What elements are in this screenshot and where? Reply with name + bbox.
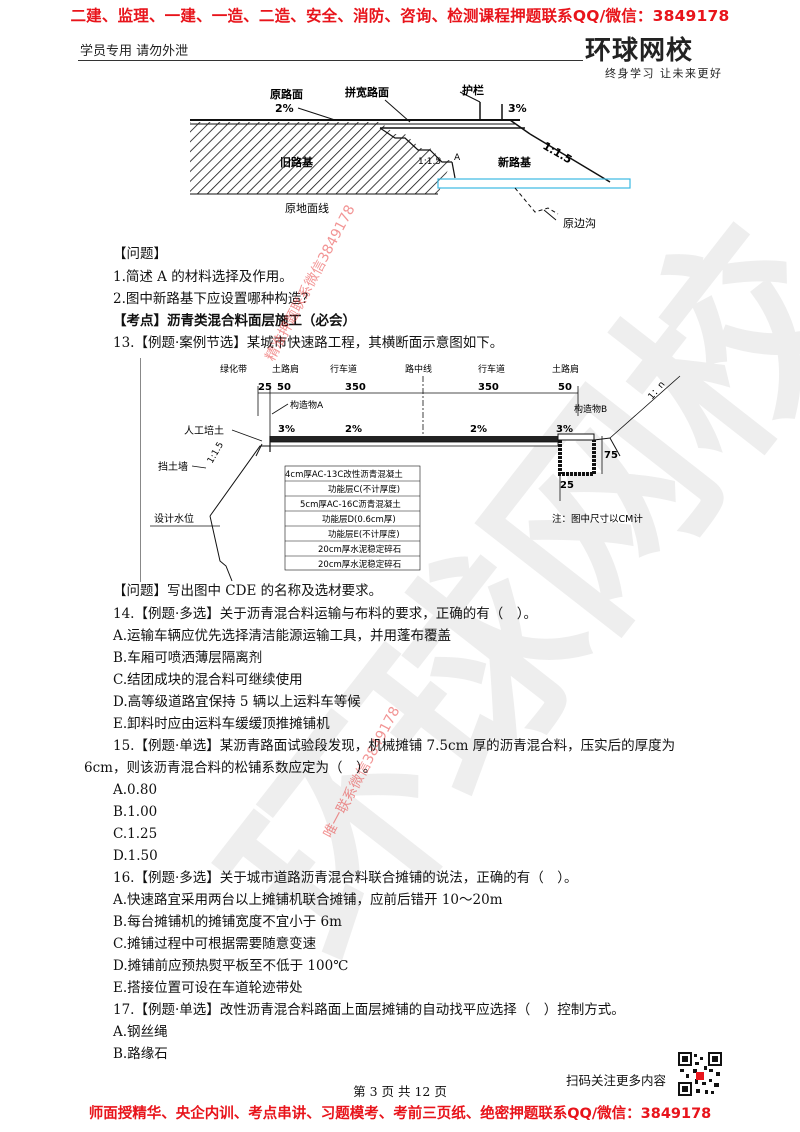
label-shoulder-left: 土路肩 [272, 363, 299, 375]
option-15-d: D.1.50 [113, 848, 158, 864]
question-head-1: 【问题】 [113, 246, 167, 262]
slope-3-right: 3% [556, 424, 573, 435]
question-2: 2.图中新路基下应设置哪种构造？ [113, 291, 315, 307]
label-slope-1n: 1：n [647, 380, 668, 402]
logo-slogan: 终身学习 让未来更好 [605, 67, 723, 80]
old-subgrade-body [190, 122, 452, 194]
layer-row: 4cm厚AC-13C改性沥青混凝土 [285, 469, 403, 480]
option-16-b: B.每台摊铺机的摊铺宽度不宜小于 6m [113, 914, 342, 930]
label-new-subgrade: 新路基 [498, 155, 532, 169]
layer-table: 4cm厚AC-13C改性沥青混凝土 功能层C(不计厚度) 5cm厚AC-16C沥… [284, 465, 421, 571]
dim-350-right: 350 [478, 382, 499, 393]
scan-note: 扫码关注更多内容 [566, 1073, 667, 1088]
question-15-line2: 6cm，则该沥青混合料的松铺系数应定为（ ）。 [84, 760, 377, 776]
option-17-a: A.钢丝绳 [113, 1024, 168, 1040]
layer-row: 5cm厚AC-16C沥青混凝土 [300, 499, 401, 510]
label-water-level: 设计水位 [154, 512, 194, 525]
option-15-a: A.0.80 [113, 782, 158, 798]
struct-b-shape [558, 440, 596, 476]
dim-25: 25 [258, 382, 272, 393]
cross-section-diagram: 绿化带 土路肩 行车道 路中线 行车道 土路肩 25 50 350 350 50… [140, 358, 681, 582]
label-right-ratio: 1:1.5 [541, 139, 575, 166]
option-14-e: E.卸料时应由运料车缓缓顶推摊铺机 [113, 716, 330, 732]
question-13-ask: 【问题】写出图中 CDE 的名称及选材要求。 [113, 583, 383, 599]
layer-row: 功能层E(不计厚度) [328, 529, 400, 540]
option-16-a: A.快速路宜采用两台以上摊铺机联合摊铺，应前后错开 10～20m [113, 892, 503, 908]
slope-2-left: 2% [345, 424, 362, 435]
header-note: 学员专用 请勿外泄 [80, 44, 189, 59]
label-struct-a: 构造物A [290, 399, 324, 411]
bottom-banner: 师面授精华、央企内训、考点串讲、习题模考、考前三页纸、绝密押题联系QQ/微信：3… [88, 1106, 712, 1122]
label-old-slope: 2% [275, 102, 294, 115]
label-guardrail: 护栏 [462, 83, 484, 97]
question-1: 1.简述 A 的材料选择及作用。 [113, 269, 293, 285]
logo: 环球网校 终身学习 让未来更好 [585, 30, 735, 81]
label-widened-surface: 拼宽路面 [345, 85, 389, 99]
layer-row: 功能层C(不计厚度) [328, 484, 400, 495]
widening-diagram: A 1:1.5 原路面 2% 拼宽路面 护栏 3% 1:1.5 旧路基 新路基 … [190, 83, 631, 230]
slope-115: 1:1.5 [206, 441, 226, 466]
top-banner: 二建、监理、一建、一造、二造、安全、消防、咨询、检测课程押题联系QQ/微信：38… [70, 7, 730, 25]
option-15-c: C.1.25 [113, 826, 158, 842]
label-old-subgrade: 旧路基 [280, 155, 314, 169]
qr-code-icon [678, 1052, 722, 1096]
cushion-layer [437, 178, 631, 189]
marker-a: A [454, 153, 461, 163]
label-struct-b: 构造物B [574, 403, 607, 415]
question-17: 17.【例题·单选】改性沥青混合料路面上面层摊铺的自动找平应选择（ ）控制方式。 [113, 1002, 625, 1018]
logo-text: 环球网校 [585, 36, 694, 66]
label-old-surface: 原路面 [270, 87, 303, 101]
layer-row: 功能层D(0.6cm厚) [322, 514, 396, 525]
dim-75: 75 [604, 450, 618, 461]
question-15-line1: 15.【例题·单选】某沥青路面试验段发现，机械摊铺 7.5cm 厚的沥青混合料，… [113, 738, 676, 754]
dim-25-bottom: 25 [560, 480, 574, 491]
label-green-belt: 绿化带 [220, 363, 247, 375]
label-ground-line: 原地面线 [285, 201, 329, 215]
label-old-ditch: 原边沟 [563, 217, 596, 230]
label-lane-right: 行车道 [478, 363, 505, 375]
label-fill: 人工培土 [184, 424, 224, 437]
question-16: 16.【例题·多选】关于城市道路沥青混合料联合摊铺的说法，正确的有（ ）。 [113, 870, 578, 886]
diagram-note: 注：图中尺寸以CM计 [552, 513, 643, 525]
pavement-layer [270, 436, 558, 442]
dim-350-left: 350 [345, 382, 366, 393]
header-divider [78, 60, 583, 61]
label-guard-slope: 3% [508, 102, 527, 115]
layer-row: 20cm厚水泥稳定碎石 [318, 544, 401, 555]
dim-50-left: 50 [277, 382, 291, 393]
option-14-d: D.高等级道路宜保持 5 辆以上运料车等候 [113, 694, 361, 710]
option-14-b: B.车厢可喷洒薄层隔离剂 [113, 650, 263, 666]
option-16-c: C.摊铺过程中可根据需要随意变速 [113, 936, 317, 952]
label-centerline: 路中线 [405, 363, 432, 375]
option-16-d: D.摊铺前应预热熨平板至不低于 100℃ [113, 958, 349, 974]
label-retaining-wall: 挡土墙 [158, 460, 188, 473]
label-lane-left: 行车道 [330, 363, 357, 375]
layer-row: 20cm厚水泥稳定碎石 [318, 559, 401, 570]
option-16-e: E.搭接位置可设在车道轮迹带处 [113, 980, 303, 996]
question-14: 14.【例题·多选】关于沥青混合料运输与布料的要求，正确的有（ ）。 [113, 606, 538, 622]
option-17-b: B.路缘石 [113, 1046, 168, 1062]
dim-50-right: 50 [558, 382, 572, 393]
step-ratio: 1:1.5 [418, 157, 441, 167]
slope-2-right: 2% [470, 424, 487, 435]
page-number: 第 3 页 共 12 页 [353, 1084, 447, 1099]
option-15-b: B.1.00 [113, 804, 158, 820]
topic-heading: 【考点】沥青类混合料面层施工（必会） [113, 313, 356, 329]
option-14-c: C.结团成块的混合料可继续使用 [113, 672, 303, 688]
slope-3-left: 3% [278, 424, 295, 435]
new-slope-line [529, 133, 611, 183]
option-14-a: A.运输车辆应优先选择清洁能源运输工具，并用蓬布覆盖 [113, 628, 452, 644]
question-13: 13.【例题·案例节选】某城市快速路工程，其横断面示意图如下。 [113, 335, 504, 351]
label-shoulder-right: 土路肩 [552, 363, 579, 375]
